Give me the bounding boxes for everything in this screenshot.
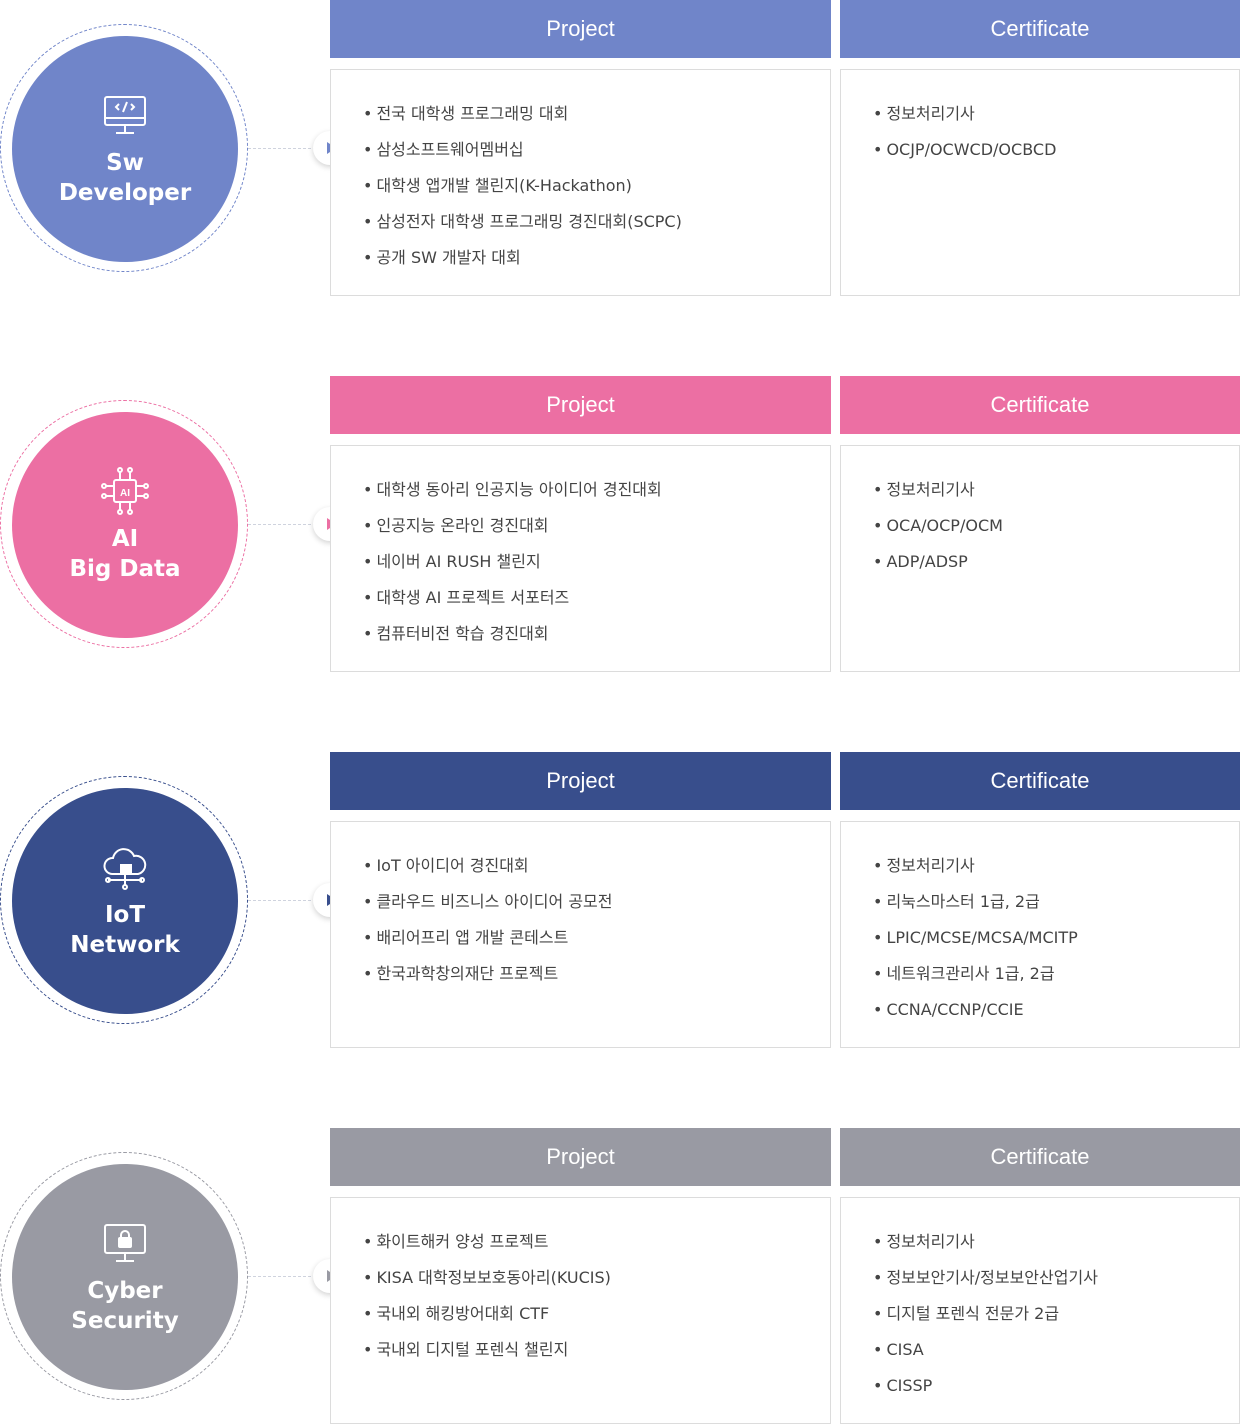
project-list-box: 대학생 동아리 인공지능 아이디어 경진대회인공지능 온라인 경진대회네이버 A… bbox=[330, 445, 831, 672]
certificate-list: 정보처리기사정보보안기사/정보보안산업기사디지털 포렌식 전문가 2급CISAC… bbox=[873, 1224, 1239, 1404]
track-4: Cyber Security Project 화이트해커 양성 프로젝트KISA 대… bbox=[0, 1128, 1240, 1424]
project-header: Project bbox=[330, 0, 831, 58]
project-list: 화이트해커 양성 프로젝트KISA 대학정보보호동아리(KUCIS)국내외 해킹… bbox=[363, 1224, 830, 1368]
project-list-box: IoT 아이디어 경진대회클라우드 비즈니스 아이디어 공모전배리어프리 앱 개… bbox=[330, 821, 831, 1048]
list-item: 리눅스마스터 1급, 2급 bbox=[873, 884, 1239, 920]
list-item: 대학생 동아리 인공지능 아이디어 경진대회 bbox=[363, 472, 830, 508]
certificate-list: 정보처리기사OCJP/OCWCD/OCBCD bbox=[873, 96, 1239, 168]
cloud-network-icon bbox=[100, 842, 150, 892]
list-item: OCJP/OCWCD/OCBCD bbox=[873, 132, 1239, 168]
track-ring bbox=[0, 1152, 248, 1400]
list-item: 네트워크관리사 1급, 2급 bbox=[873, 956, 1239, 992]
track-3: IoT Network ProjectIoT 아이디어 경진대회클라우드 비즈니스… bbox=[0, 752, 1240, 1048]
track-circle: AI AI Big Data bbox=[12, 412, 238, 638]
list-item: 대학생 앱개발 챌린지(K-Hackathon) bbox=[363, 168, 830, 204]
list-item: 화이트해커 양성 프로젝트 bbox=[363, 1224, 830, 1260]
certificate-list: 정보처리기사리눅스마스터 1급, 2급LPIC/MCSE/MCSA/MCITP네… bbox=[873, 848, 1239, 1028]
connector-line bbox=[248, 148, 316, 149]
monitor-lock-icon bbox=[100, 1218, 150, 1268]
certificate-header: Certificate bbox=[840, 752, 1240, 810]
track-circle: IoT Network bbox=[12, 788, 238, 1014]
project-header: Project bbox=[330, 1128, 831, 1186]
connector-line bbox=[248, 1276, 316, 1277]
list-item: 국내외 해킹방어대회 CTF bbox=[363, 1296, 830, 1332]
track-ring bbox=[0, 776, 248, 1024]
list-item: LPIC/MCSE/MCSA/MCITP bbox=[873, 920, 1239, 956]
list-item: 국내외 디지털 포렌식 챌린지 bbox=[363, 1332, 830, 1368]
list-item: OCA/OCP/OCM bbox=[873, 508, 1239, 544]
monitor-code-icon bbox=[100, 90, 150, 140]
list-item: 전국 대학생 프로그래밍 대회 bbox=[363, 96, 830, 132]
certificate-header: Certificate bbox=[840, 376, 1240, 434]
certificate-list-box: 정보처리기사OCA/OCP/OCMADP/ADSP bbox=[840, 445, 1240, 672]
list-item: 배리어프리 앱 개발 콘테스트 bbox=[363, 920, 830, 956]
list-item: 정보보안기사/정보보안산업기사 bbox=[873, 1260, 1239, 1296]
list-item: 컴퓨터비전 학습 경진대회 bbox=[363, 616, 830, 652]
list-item: 대학생 AI 프로젝트 서포터즈 bbox=[363, 580, 830, 616]
certificate-list-box: 정보처리기사OCJP/OCWCD/OCBCD bbox=[840, 69, 1240, 296]
list-item: 공개 SW 개발자 대회 bbox=[363, 240, 830, 276]
track-circle: Sw Developer bbox=[12, 36, 238, 262]
list-item: 삼성전자 대학생 프로그래밍 경진대회(SCPC) bbox=[363, 204, 830, 240]
list-item: 삼성소프트웨어멤버십 bbox=[363, 132, 830, 168]
project-list: 전국 대학생 프로그래밍 대회삼성소프트웨어멤버십대학생 앱개발 챌린지(K-H… bbox=[363, 96, 830, 276]
project-header: Project bbox=[330, 376, 831, 434]
list-item: 정보처리기사 bbox=[873, 848, 1239, 884]
list-item: 네이버 AI RUSH 챌린지 bbox=[363, 544, 830, 580]
list-item: 인공지능 온라인 경진대회 bbox=[363, 508, 830, 544]
track-1: Sw Developer Project 전국 대학생 프로그래밍 대회삼성소프트웨… bbox=[0, 0, 1240, 296]
track-ring bbox=[0, 400, 248, 648]
project-list-box: 전국 대학생 프로그래밍 대회삼성소프트웨어멤버십대학생 앱개발 챌린지(K-H… bbox=[330, 69, 831, 296]
list-item: ADP/ADSP bbox=[873, 544, 1239, 580]
list-item: CCNA/CCNP/CCIE bbox=[873, 992, 1239, 1028]
certificate-list-box: 정보처리기사정보보안기사/정보보안산업기사디지털 포렌식 전문가 2급CISAC… bbox=[840, 1197, 1240, 1424]
list-item: 한국과학창의재단 프로젝트 bbox=[363, 956, 830, 992]
project-list: IoT 아이디어 경진대회클라우드 비즈니스 아이디어 공모전배리어프리 앱 개… bbox=[363, 848, 830, 992]
connector-line bbox=[248, 900, 316, 901]
list-item: 정보처리기사 bbox=[873, 1224, 1239, 1260]
track-title: Cyber Security bbox=[71, 1278, 179, 1334]
track-circle: Cyber Security bbox=[12, 1164, 238, 1390]
ai-chip-icon: AI bbox=[100, 466, 150, 516]
project-header: Project bbox=[330, 752, 831, 810]
track-title: Sw Developer bbox=[58, 150, 192, 206]
certificate-list: 정보처리기사OCA/OCP/OCMADP/ADSP bbox=[873, 472, 1239, 580]
list-item: IoT 아이디어 경진대회 bbox=[363, 848, 830, 884]
certificate-header: Certificate bbox=[840, 1128, 1240, 1186]
track-ring bbox=[0, 24, 248, 272]
list-item: CISA bbox=[873, 1332, 1239, 1368]
list-item: 디지털 포렌식 전문가 2급 bbox=[873, 1296, 1239, 1332]
list-item: 클라우드 비즈니스 아이디어 공모전 bbox=[363, 884, 830, 920]
track-title: AI Big Data bbox=[69, 526, 181, 582]
svg-text:AI: AI bbox=[120, 488, 130, 499]
list-item: 정보처리기사 bbox=[873, 96, 1239, 132]
list-item: KISA 대학정보보호동아리(KUCIS) bbox=[363, 1260, 830, 1296]
track-title: IoT Network bbox=[70, 902, 180, 958]
certificate-header: Certificate bbox=[840, 0, 1240, 58]
project-list-box: 화이트해커 양성 프로젝트KISA 대학정보보호동아리(KUCIS)국내외 해킹… bbox=[330, 1197, 831, 1424]
list-item: 정보처리기사 bbox=[873, 472, 1239, 508]
track-2: AI AI Big Data Project 대학생 동아리 인공지능 아이디어 경진… bbox=[0, 376, 1240, 672]
list-item: CISSP bbox=[873, 1368, 1239, 1404]
certificate-list-box: 정보처리기사리눅스마스터 1급, 2급LPIC/MCSE/MCSA/MCITP네… bbox=[840, 821, 1240, 1048]
connector-line bbox=[248, 524, 316, 525]
project-list: 대학생 동아리 인공지능 아이디어 경진대회인공지능 온라인 경진대회네이버 A… bbox=[363, 472, 830, 652]
